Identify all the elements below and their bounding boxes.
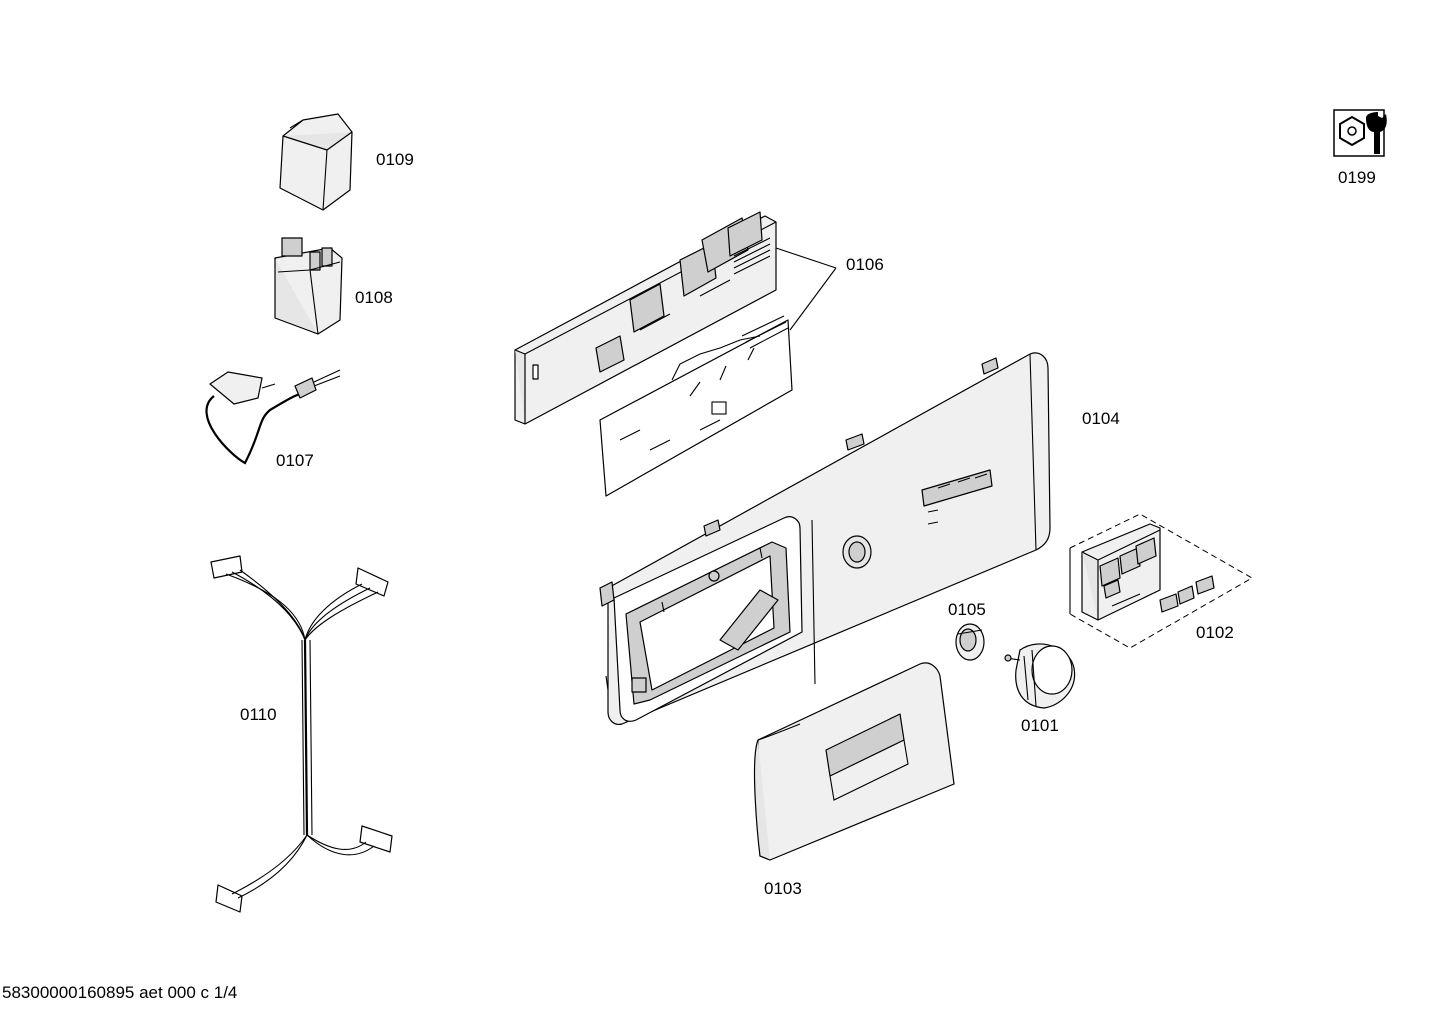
part-0107-power-cord[interactable]	[205, 369, 341, 465]
label-0102: 0102	[1196, 623, 1234, 642]
wrench-nut-icon	[1333, 109, 1387, 157]
label-0108: 0108	[355, 288, 393, 307]
label-0110: 0110	[240, 705, 277, 724]
part-0105-knob-insert[interactable]	[955, 623, 985, 661]
document-footer: 58300000160895 aet 000 c 1/4	[2, 983, 237, 1002]
label-0199: 0199	[1338, 168, 1376, 187]
label-0109: 0109	[376, 150, 414, 169]
part-0102-switch-block[interactable]	[1069, 513, 1254, 649]
part-0106-control-module[interactable]	[514, 211, 793, 497]
label-0105: 0105	[948, 600, 986, 619]
label-0107: 0107	[276, 451, 314, 470]
label-0103: 0103	[764, 879, 802, 898]
part-0109-cap[interactable]	[279, 113, 353, 211]
label-0104: 0104	[1082, 409, 1120, 428]
label-0101: 0101	[1021, 716, 1059, 735]
part-0101-knob[interactable]	[1004, 643, 1076, 709]
part-0104-fascia-panel[interactable]	[599, 352, 1051, 725]
part-0108-filter[interactable]	[274, 237, 343, 335]
part-0110-wiring-harness[interactable]	[210, 555, 393, 913]
part-0103-drawer-handle[interactable]	[753, 662, 955, 861]
label-0106: 0106	[846, 255, 884, 274]
leader-0106-a	[775, 247, 837, 269]
leader-0106-b	[789, 267, 837, 331]
